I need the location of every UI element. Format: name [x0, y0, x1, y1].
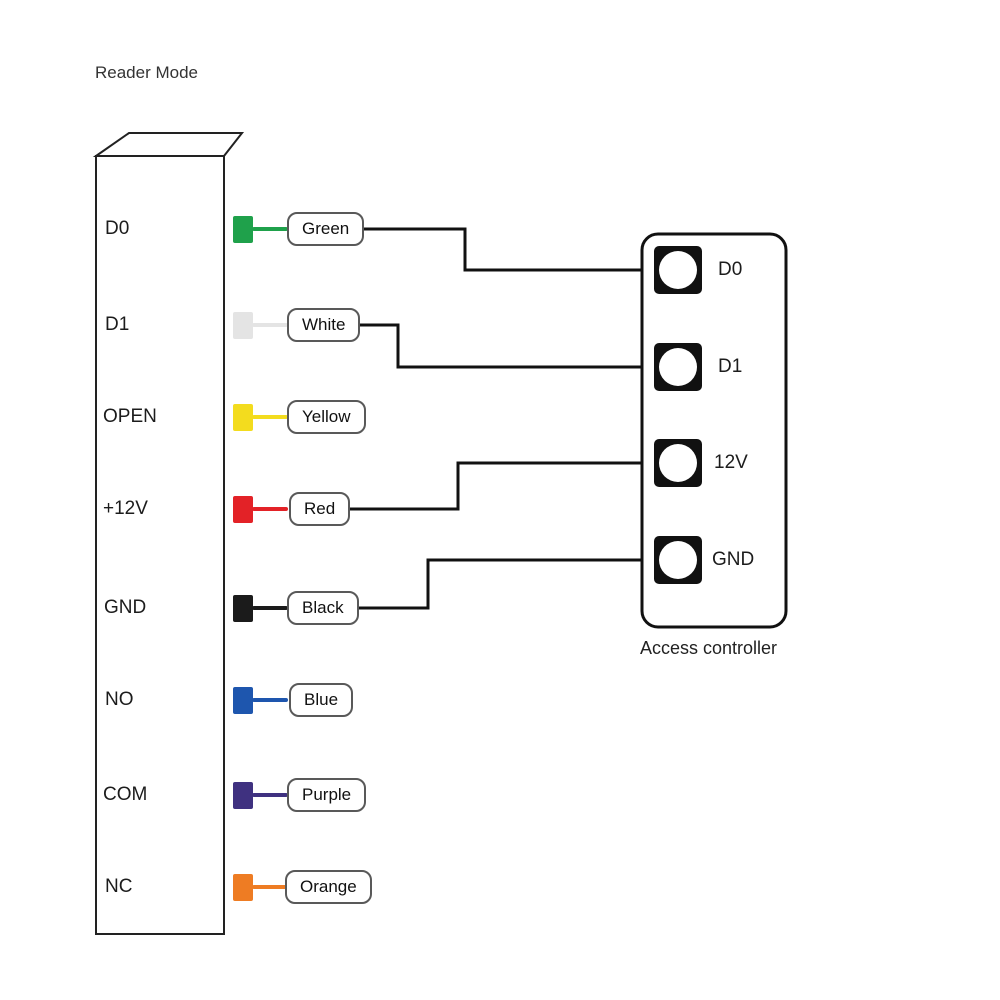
- wire-connector-blue: [252, 698, 288, 702]
- wire-name-pill-yellow: Yellow: [287, 400, 366, 434]
- reader-terminal-label-gnd: GND: [104, 597, 147, 618]
- wire-name-pill-purple: Purple: [287, 778, 367, 812]
- wire-connector-black: [252, 606, 288, 610]
- wire-stub-red: [233, 496, 253, 523]
- controller-label-d1: D1: [718, 356, 743, 377]
- wire-name-pill-black: Black: [287, 591, 359, 625]
- diagram-title: Reader Mode: [95, 63, 199, 82]
- wire-name-pill-green: Green: [287, 212, 365, 246]
- wire-stub-orange: [233, 874, 253, 901]
- wire-name-pill-blue: Blue: [289, 683, 354, 717]
- wire-stub-purple: [233, 782, 253, 809]
- reader-terminal-label-open: OPEN: [103, 406, 157, 427]
- reader-terminal-label-no: NO: [105, 689, 134, 710]
- reader-box-front-face: [95, 155, 225, 935]
- wire-green-to-d0: [300, 227, 644, 272]
- wire-connector-yellow: [252, 415, 288, 419]
- controller-terminal-d0: [654, 246, 702, 294]
- wire-stub-black: [233, 595, 253, 622]
- wire-name-pill-red: Red: [289, 492, 351, 526]
- reader-terminal-label-d0: D0: [105, 218, 130, 239]
- wire-red-to-12v: [300, 461, 644, 511]
- wire-stub-blue: [233, 687, 253, 714]
- wire-connector-green: [252, 227, 288, 231]
- controller-label-12v: 12V: [714, 452, 748, 473]
- wire-connector-purple: [252, 793, 288, 797]
- reader-terminal-label-nc: NC: [105, 876, 133, 897]
- reader-terminal-label-com: COM: [103, 784, 148, 805]
- controller-label-d0: D0: [718, 259, 743, 280]
- reader-terminal-label-12v: +12V: [103, 498, 148, 519]
- controller-terminal-d1: [654, 343, 702, 391]
- wire-stub-green: [233, 216, 253, 243]
- controller-terminal-gnd: [654, 536, 702, 584]
- access-controller-caption: Access controller: [640, 638, 778, 658]
- wire-stub-yellow: [233, 404, 253, 431]
- reader-terminal-label-d1: D1: [105, 314, 130, 335]
- controller-label-gnd: GND: [712, 549, 755, 570]
- wire-connector-red: [252, 507, 288, 511]
- wire-black-to-gnd: [300, 558, 644, 610]
- wire-connector-orange: [252, 885, 288, 889]
- wire-name-pill-white: White: [287, 308, 361, 342]
- access-controller-body: [640, 232, 788, 629]
- wire-name-pill-orange: Orange: [285, 870, 372, 904]
- wire-stub-white: [233, 312, 253, 339]
- reader-box-top-face: [92, 132, 245, 157]
- controller-terminal-12v: [654, 439, 702, 487]
- wire-connector-white: [252, 323, 288, 327]
